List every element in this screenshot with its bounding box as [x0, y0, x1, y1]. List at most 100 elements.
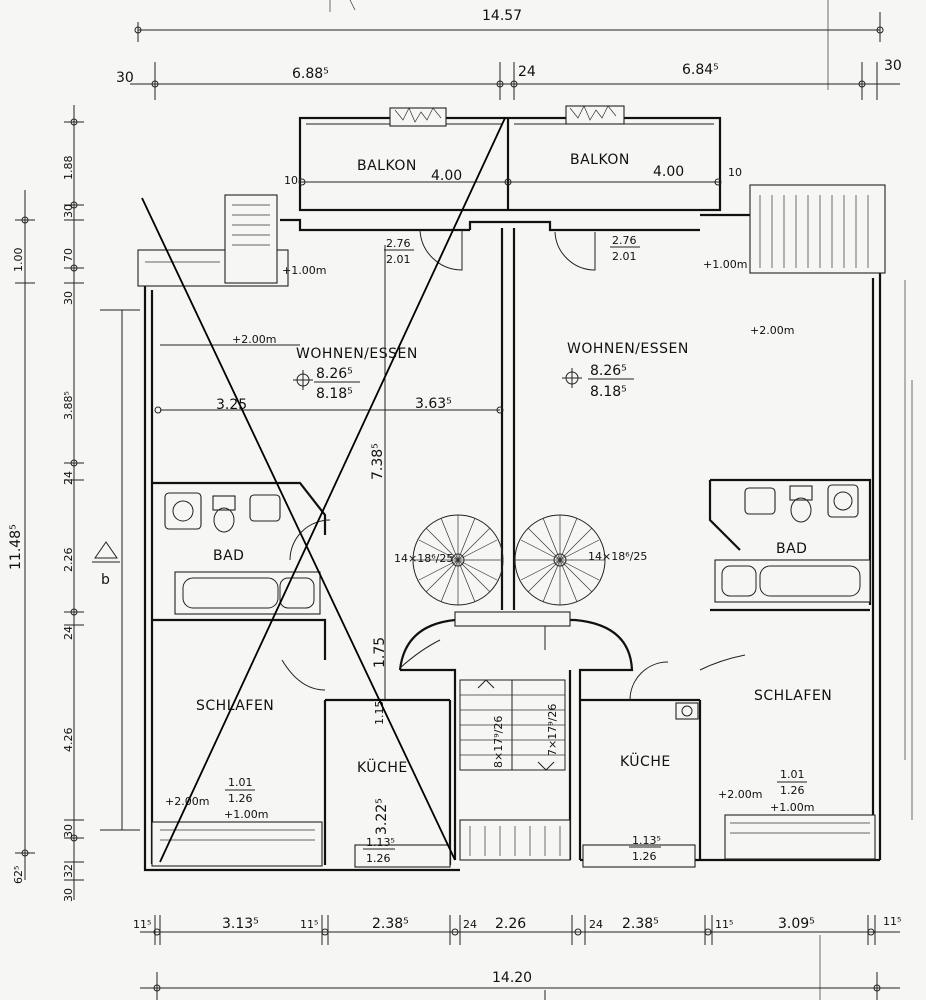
dim-top-right-half: 6.84⁵	[682, 62, 719, 78]
dim-left-388: 3.88⁵	[62, 391, 75, 420]
label-bath-left: BAD	[213, 548, 244, 564]
dim-balcony-right-edge: 10	[728, 166, 742, 179]
label-kitchen-right: KÜCHE	[620, 752, 671, 770]
dim-bottom-24b: 24	[589, 918, 603, 931]
spiral-stair-right	[514, 514, 606, 606]
dim-left-24b: 24	[62, 626, 75, 640]
dim-left-100: 1.00	[12, 248, 25, 273]
bottom-sills	[151, 702, 876, 868]
dim-left-depth: 7.38⁵	[370, 443, 386, 480]
bed-right-window-width: 1.26	[780, 784, 805, 797]
door-left-height: 2.76	[386, 237, 411, 250]
area-living-right-a: 8.26⁵	[590, 363, 627, 379]
dim-top-right-margin: 30	[884, 58, 902, 74]
dim-left-70: 70	[62, 248, 75, 262]
dim-bottom-313: 3.13⁵	[222, 916, 259, 932]
bed-right-window-height: 1.01	[780, 768, 805, 781]
level-left-terrace: +1.00m	[282, 264, 326, 277]
level-markers	[293, 368, 582, 390]
dim-balcony-right: 4.00	[653, 164, 684, 180]
dim-bottom-238a: 2.38⁵	[372, 916, 409, 932]
dim-left-30d: 30	[62, 888, 75, 902]
dim-living-left-width-b: 3.63⁵	[415, 396, 452, 412]
dim-bottom-226: 2.26	[495, 916, 526, 932]
door-right-height: 2.76	[612, 234, 637, 247]
bottom-dimension-chains	[140, 915, 900, 1000]
label-bedroom-left: SCHLAFEN	[196, 698, 274, 714]
door-left-width: 2.01	[386, 253, 411, 266]
level-right-living: +2.00m	[750, 324, 794, 337]
level-right-bed-a: +2.00m	[718, 788, 762, 801]
dim-left-226: 2.26	[62, 548, 75, 573]
level-left-living: +2.00m	[232, 333, 276, 346]
dim-bottom-309: 3.09⁵	[778, 916, 815, 932]
dim-top-mid-wall: 24	[518, 64, 536, 80]
stairwell	[459, 679, 571, 861]
left-unit-walls	[152, 344, 504, 865]
dim-bottom-24a: 24	[463, 918, 477, 931]
label-bath-right: BAD	[776, 541, 807, 557]
bath-fixtures-right	[714, 484, 871, 603]
terrace-steps-left	[137, 194, 289, 287]
balcony	[298, 105, 722, 212]
kitchen-left-window-width: 1.26	[366, 852, 391, 865]
dim-overall-top: 14.57	[482, 8, 522, 24]
label-bedroom-right: SCHLAFEN	[754, 688, 832, 704]
plant-symbol-left	[389, 107, 447, 127]
terrace-steps-right	[749, 184, 886, 274]
dim-bottom-11a: 11⁵	[133, 918, 151, 931]
dim-living-left-width-a: 3.25	[216, 397, 247, 413]
dim-left-hall-depth: 1.75	[372, 637, 388, 668]
level-right-terrace: +1.00m	[703, 258, 747, 271]
bed-left-window-width: 1.26	[228, 792, 253, 805]
dim-left-188: 1.88	[62, 156, 75, 181]
dim-bottom-238b: 2.38⁵	[622, 916, 659, 932]
level-left-bed-b: +1.00m	[224, 808, 268, 821]
label-kitchen-left: KÜCHE	[357, 758, 408, 776]
dim-left-62: 62⁵	[12, 866, 25, 884]
label-balcony-left: BALKON	[357, 158, 417, 174]
bath-fixtures-left	[164, 492, 321, 615]
right-edge-lines	[819, 0, 913, 1000]
area-living-left-a: 8.26⁵	[316, 366, 353, 382]
cross-out-mark	[141, 117, 506, 863]
dim-left-30c: 30	[62, 824, 75, 838]
stair-left-spec: 14×18⁶/25	[394, 552, 453, 565]
dim-left-24a: 24	[62, 471, 75, 485]
dim-left-overall: 11.48⁵	[8, 524, 24, 570]
kitchen-left-window-height: 1.13⁵	[366, 836, 395, 849]
area-living-right-b: 8.18⁵	[590, 384, 627, 400]
stair-right-spec: 14×18⁶/25	[588, 550, 647, 563]
top-dimension-chains	[130, 0, 900, 100]
dim-left-30b: 30	[62, 291, 75, 305]
flight-left-spec: 8×17⁹/26	[492, 716, 505, 768]
dim-left-426: 4.26	[62, 728, 75, 753]
balcony-doors	[419, 229, 596, 271]
area-living-left-b: 8.18⁵	[316, 386, 353, 402]
label-living-left: WOHNEN/ESSEN	[296, 346, 418, 362]
dim-bottom-11b: 11⁵	[300, 918, 318, 931]
dim-left-32: 32	[62, 864, 75, 878]
dim-balcony-left: 4.00	[431, 168, 462, 184]
section-mark-b: b	[101, 572, 110, 588]
dim-left-30a: 30	[62, 204, 75, 218]
kitchen-right-window-width: 1.26	[632, 850, 657, 863]
bed-left-window-height: 1.01	[228, 776, 253, 789]
dim-top-left-half: 6.88⁵	[292, 66, 329, 82]
plant-symbol-right	[565, 105, 625, 125]
dim-bottom-11d: 11⁵	[883, 915, 901, 928]
dim-balcony-left-edge: 10	[284, 174, 298, 187]
central-hall	[398, 611, 634, 860]
level-right-bed-b: +1.00m	[770, 801, 814, 814]
kitchen-right-window-height: 1.13⁵	[632, 834, 661, 847]
dim-bottom-11c: 11⁵	[715, 918, 733, 931]
label-living-right: WOHNEN/ESSEN	[567, 341, 689, 357]
spiral-stair-left	[412, 514, 504, 606]
dim-bottom-overall: 14.20	[492, 970, 532, 986]
flight-right-spec: 7×17⁹/26	[546, 704, 559, 756]
building-outline	[143, 213, 882, 872]
dim-left-kitchen-depth: 3.22⁵	[374, 798, 390, 835]
label-balcony-right: BALKON	[570, 152, 630, 168]
dim-top-left-margin: 30	[116, 70, 134, 86]
